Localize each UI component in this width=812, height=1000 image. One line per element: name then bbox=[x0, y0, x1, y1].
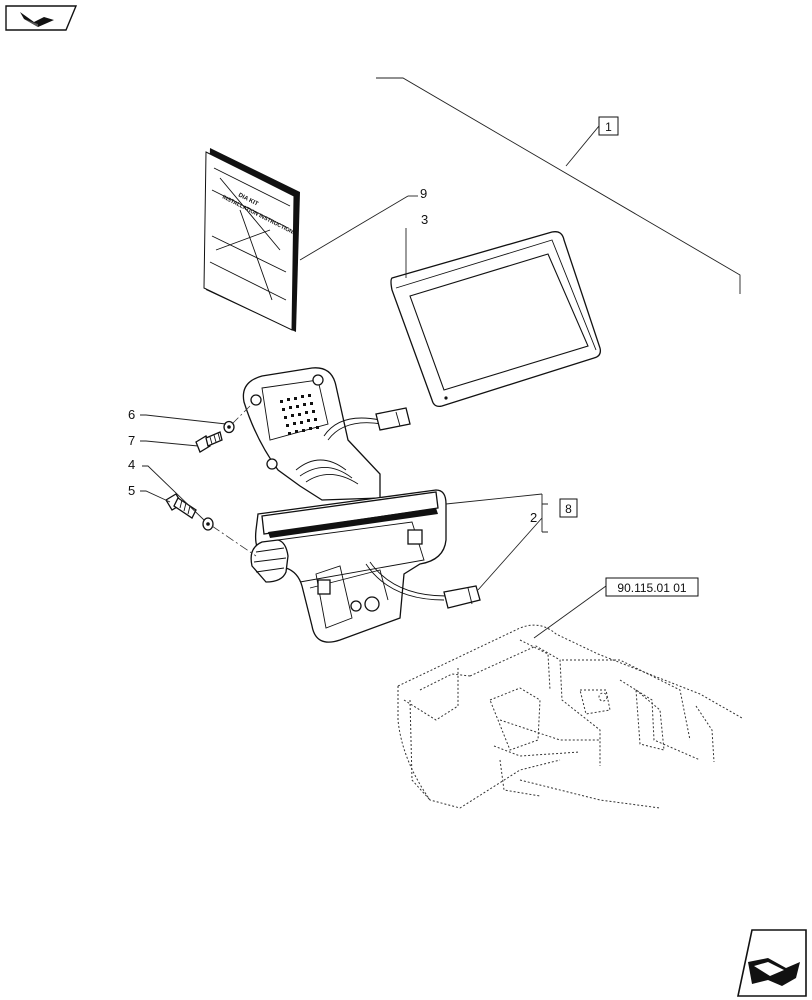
mounting-bracket-assembly bbox=[242, 367, 481, 643]
callout-box-1 bbox=[598, 116, 619, 136]
washer-6 bbox=[223, 420, 235, 434]
callout-2: 2 bbox=[530, 510, 537, 525]
callout-6: 6 bbox=[128, 407, 135, 422]
screw-7 bbox=[195, 431, 223, 453]
callout-3: 3 bbox=[421, 212, 428, 227]
dashboard-reference-outline bbox=[397, 624, 743, 809]
callout-4: 4 bbox=[128, 457, 135, 472]
back-arrow-icon bbox=[20, 12, 54, 27]
callout-7: 7 bbox=[128, 433, 135, 448]
display-monitor bbox=[390, 231, 602, 408]
forward-arrow-icon bbox=[748, 958, 800, 986]
reference-box bbox=[605, 577, 699, 597]
reference-code: 90.115.01 01 bbox=[617, 581, 687, 595]
callout-5: 5 bbox=[128, 483, 135, 498]
washer-4 bbox=[202, 517, 214, 531]
installation-booklet: DIA KIT INSTALLATION INSTRUCTIONS bbox=[203, 148, 300, 332]
prev-page-button[interactable] bbox=[5, 5, 78, 31]
next-page-button[interactable] bbox=[737, 929, 807, 997]
callout-1: 1 bbox=[605, 120, 612, 134]
callout-9: 9 bbox=[420, 186, 427, 201]
callout-box-8 bbox=[559, 498, 578, 518]
callout-8: 8 bbox=[565, 502, 572, 516]
